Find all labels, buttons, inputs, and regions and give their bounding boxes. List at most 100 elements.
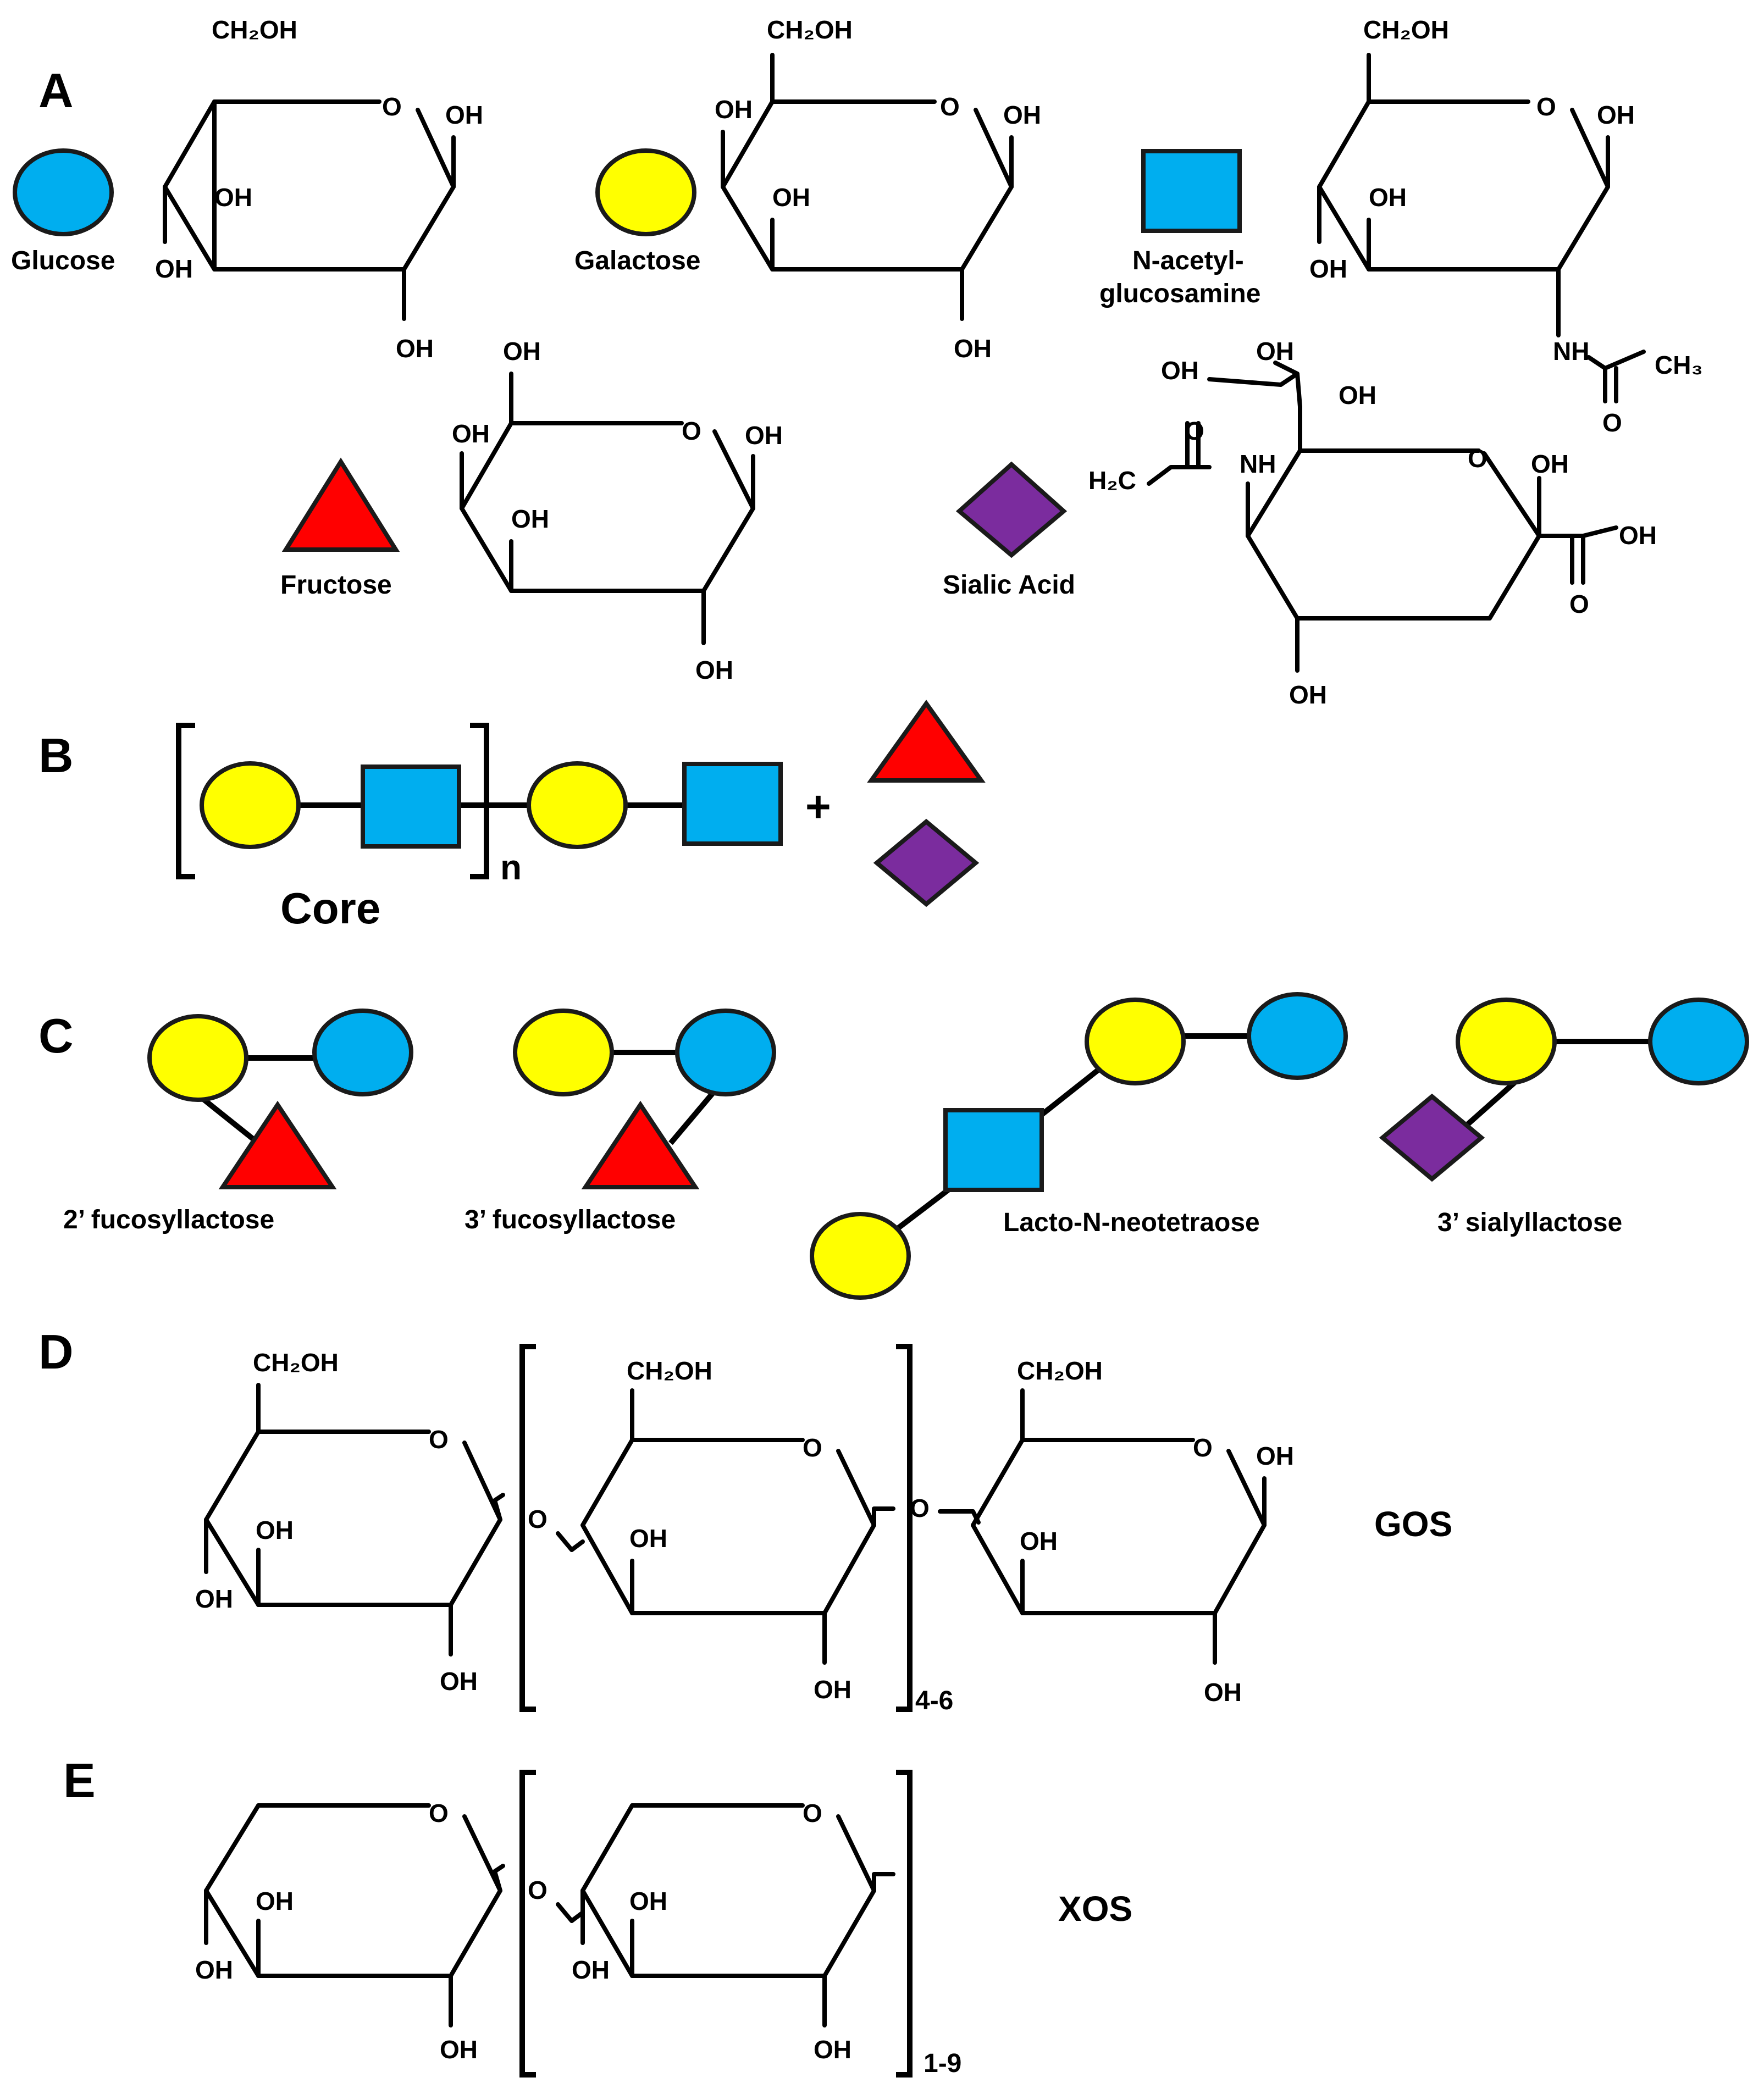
gos-u1-ch2oh: CH₂OH: [253, 1348, 339, 1377]
sialic-oh-top-mid: OH: [1256, 337, 1294, 365]
xos-u2-ring-o: O: [803, 1799, 822, 1827]
sialic-diamond-icon: [955, 461, 1068, 558]
fructose-oh-c4: OH: [452, 419, 490, 448]
sialic-h2c: H₂C: [1088, 466, 1136, 495]
gos-u2-oh-c2: OH: [814, 1675, 851, 1704]
glucose-oh-c4: OH: [155, 254, 193, 283]
galactose-structure: CH₂OH OH O OH OH OH: [715, 15, 1041, 363]
xos-link-o: O: [528, 1876, 548, 1904]
sialic-structure: OH OH OH O NH H₂C O OH OH O OH: [1088, 337, 1657, 709]
gos-u2-ch2oh: CH₂OH: [627, 1356, 712, 1385]
sialic-oh-top-left: OH: [1161, 356, 1199, 385]
sialic-carboxyl-o: O: [1569, 590, 1589, 618]
glcnac-oh-c4: OH: [1309, 254, 1347, 283]
gos-structure: CH₂OH O OH OH OH O CH₂OH O OH OH 4-6 O C…: [195, 1344, 1294, 1715]
glcnac-square-icon: [1141, 149, 1242, 233]
sialic-oh-top-right: OH: [1339, 381, 1376, 409]
xos-u1-oh-c2: OH: [440, 2035, 478, 2064]
fructose-oh-top: OH: [503, 337, 541, 365]
gos-u3-oh-c1: OH: [1256, 1442, 1294, 1470]
xos-u1-oh-c3: OH: [256, 1887, 294, 1915]
glcnac-label-line1: N-acetyl-: [1132, 246, 1244, 275]
xos-label: XOS: [1058, 1889, 1132, 1929]
core-label: Core: [280, 884, 380, 933]
xos-u1-ring-o: O: [429, 1799, 449, 1827]
hmo-core-diagram: n Core +: [176, 700, 986, 933]
gos-u1-oh-c4: OH: [195, 1585, 233, 1613]
sialic-acetyl-o: O: [1185, 417, 1204, 445]
gos-repeat: 4-6: [915, 1686, 953, 1715]
gos-link-o-1: O: [528, 1505, 548, 1533]
xos-structure: O OH OH OH O O OH OH OH 1-9: [195, 1770, 961, 2078]
3fl-glucose-icon: [675, 1009, 776, 1096]
glcnac-ch2oh: CH₂OH: [1363, 15, 1449, 44]
core-left-bracket: [176, 723, 195, 879]
3fl-fucose-icon: [581, 1100, 700, 1189]
glcnac-structure: CH₂OH O OH OH OH NH CH₃ O: [1309, 15, 1703, 437]
xos-u2-oh-c4: OH: [572, 1955, 610, 1984]
core-galactose-2-icon: [527, 761, 628, 849]
galactose-oh-c2: OH: [954, 334, 992, 363]
glcnac-oh-c1: OH: [1597, 101, 1635, 129]
glcnac-nh: NH: [1553, 337, 1589, 365]
glucose-structure: CH₂OH O OH OH OH OH: [155, 15, 483, 363]
panel-a-letter: A: [38, 63, 74, 118]
fructose-ring-o: O: [682, 417, 701, 445]
panel-e-letter: E: [63, 1753, 96, 1808]
2fl-fucose-icon: [218, 1100, 337, 1189]
gos-label: GOS: [1374, 1504, 1452, 1544]
gos-u1-ring-o: O: [429, 1425, 449, 1454]
3fl-label: 3’ fucosyllactose: [464, 1205, 676, 1234]
galactose-oh-c3: OH: [772, 183, 810, 212]
gos-right-bracket: [896, 1344, 913, 1712]
panel-b-letter: B: [38, 728, 74, 783]
xos-right-bracket: [896, 1770, 913, 2078]
core-sialic-diamond-icon: [873, 818, 980, 907]
glucose-ch2oh: CH₂OH: [212, 15, 297, 44]
2fl-glucose-icon: [312, 1009, 413, 1096]
xos-left-bracket: [519, 1770, 536, 2078]
sialic-label: Sialic Acid: [943, 570, 1075, 600]
lnnt-galactose-2-icon: [810, 1212, 911, 1300]
galactose-label: Galactose: [574, 246, 700, 275]
hmo-2fl: 2’ fucosyllactose: [63, 1009, 413, 1234]
glcnac-ch3: CH₃: [1655, 351, 1703, 379]
gos-link-o-2: O: [910, 1494, 930, 1522]
gos-u2-oh-c3: OH: [629, 1524, 667, 1553]
3sl-sialic-icon: [1379, 1093, 1485, 1182]
3sl-glucose-icon: [1648, 998, 1749, 1085]
panel-d-letter: D: [38, 1325, 74, 1379]
3sl-galactose-icon: [1456, 998, 1557, 1085]
galactose-ring-o: O: [940, 92, 960, 121]
sialic-oh-bottom: OH: [1289, 680, 1327, 709]
gos-u3-ring-o: O: [1193, 1433, 1213, 1462]
gos-u3-oh-c3: OH: [1020, 1527, 1058, 1555]
core-right-bracket: [470, 723, 489, 879]
core-galactose-1-icon: [200, 761, 301, 849]
xos-u2-oh-c2: OH: [814, 2035, 851, 2064]
core-fucose-triangle-icon: [867, 700, 986, 783]
lnnt-galactose-1-icon: [1085, 998, 1186, 1085]
2fl-label: 2’ fucosyllactose: [63, 1205, 274, 1234]
core-glcnac-2-icon: [682, 762, 783, 846]
glcnac-carbonyl-o: O: [1602, 408, 1622, 437]
glucose-oh-c3: OH: [214, 183, 252, 212]
lnnt-glucose-icon: [1247, 992, 1348, 1080]
fructose-oh-c3: OH: [511, 505, 549, 533]
fructose-structure: OH OH O OH OH OH: [452, 337, 783, 684]
fructose-oh-c1: OH: [745, 421, 783, 450]
hmo-3sl: 3’ sialyllactose: [1379, 998, 1749, 1237]
core-plus: +: [805, 782, 831, 831]
core-repeat-n: n: [500, 847, 522, 887]
sialic-ring-o: O: [1468, 444, 1487, 473]
gos-u3-ch2oh: CH₂OH: [1017, 1356, 1103, 1385]
lnnt-glcnac-icon: [943, 1108, 1044, 1192]
galactose-oh-c4: OH: [715, 95, 753, 124]
2fl-galactose-icon: [147, 1014, 248, 1102]
sialic-oh-c2: OH: [1531, 450, 1569, 478]
gos-left-bracket: [519, 1344, 536, 1712]
xos-u2-oh-c3: OH: [629, 1887, 667, 1915]
gos-u2-ring-o: O: [803, 1433, 822, 1462]
xos-repeat: 1-9: [924, 2049, 961, 2078]
